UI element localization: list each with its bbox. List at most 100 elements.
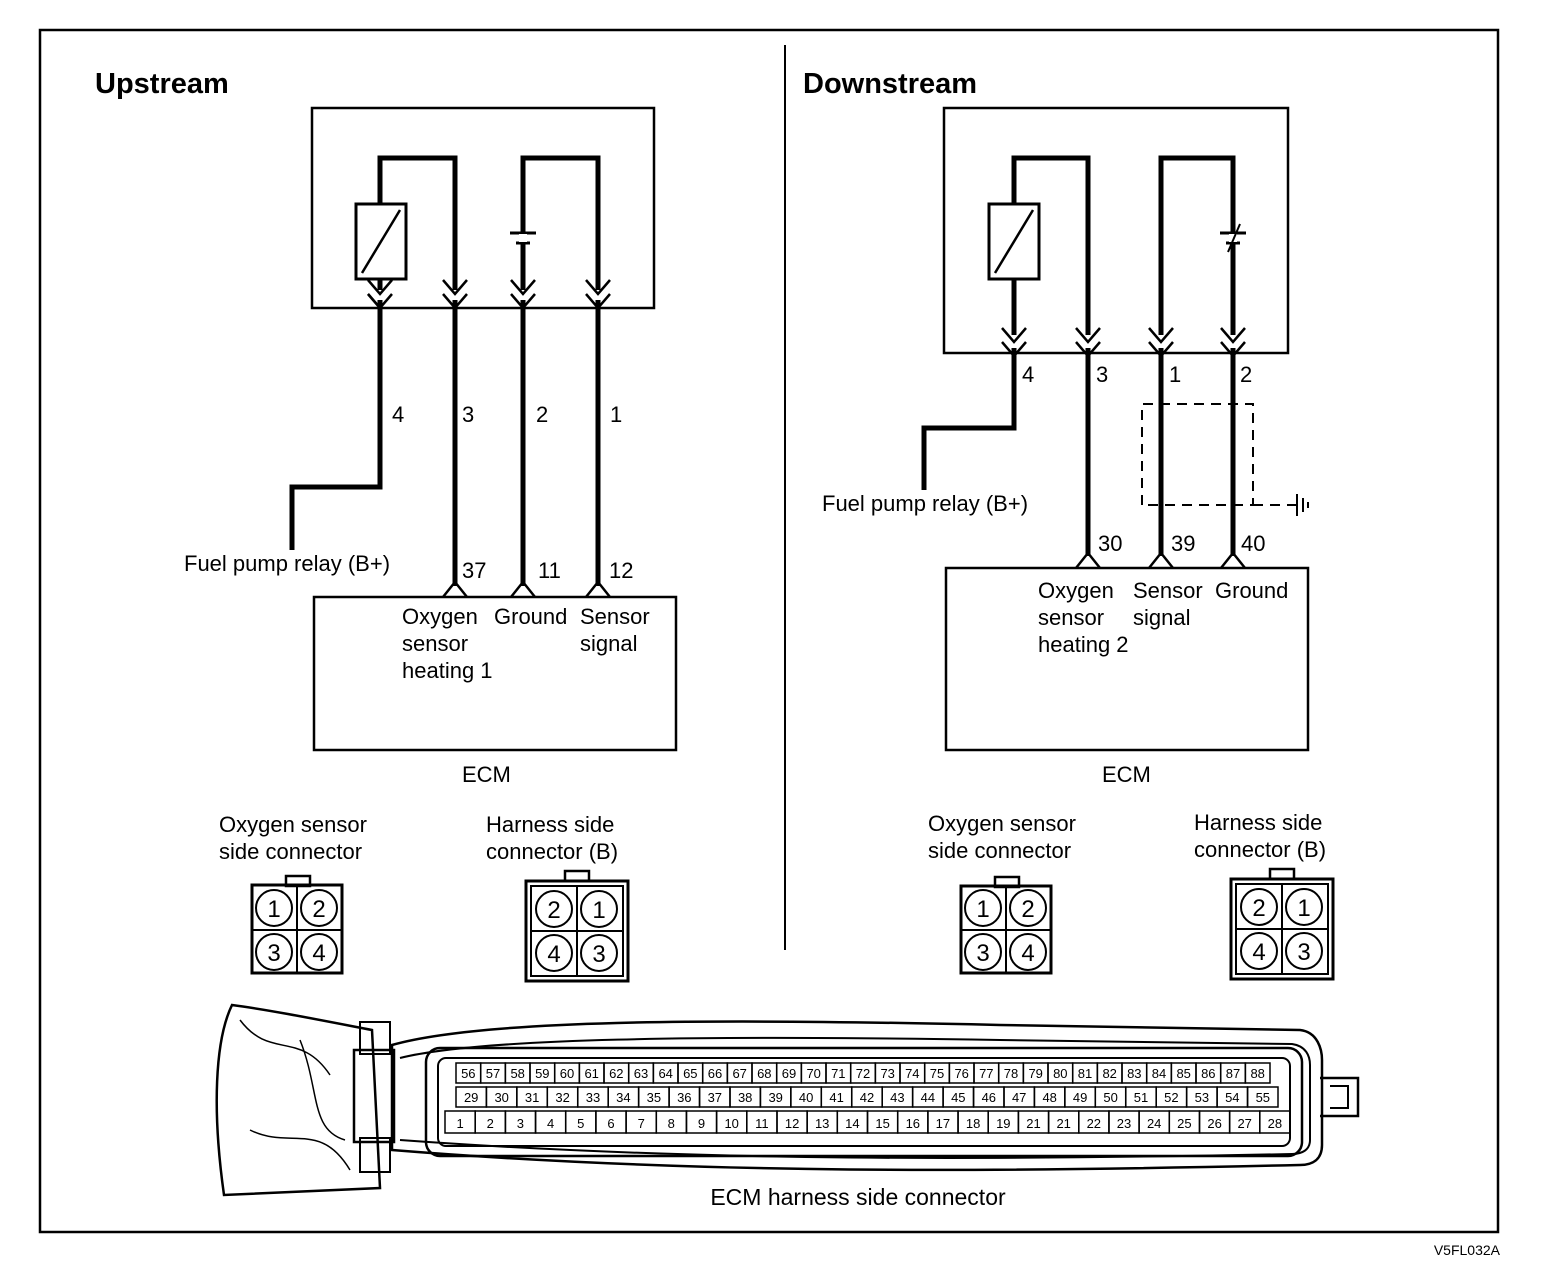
ecm-pin-number: 70	[806, 1066, 820, 1081]
ecm-pin-number: 28	[1268, 1116, 1282, 1131]
ecm-pin-number: 25	[1177, 1116, 1191, 1131]
ecm-pin-number: 60	[560, 1066, 574, 1081]
ecm-pin-number: 19	[996, 1116, 1010, 1131]
upstream-relay-label: Fuel pump relay (B+)	[184, 551, 390, 576]
downstream-heading: Downstream	[803, 68, 977, 100]
ecm-pin-number: 57	[486, 1066, 500, 1081]
svg-text:2: 2	[1252, 895, 1265, 922]
upstream-sensor-pin-2: 2	[536, 402, 548, 427]
connector-face	[424, 1046, 1304, 1158]
downstream-ecm-pin-40: 40	[1241, 531, 1265, 556]
ecm-pin-number: 62	[609, 1066, 623, 1081]
upstream-ecm-pin-12: 12	[609, 558, 633, 583]
downstream-heating-label: Oxygen sensor heating 2	[1038, 578, 1129, 657]
ecm-pin-number: 82	[1102, 1066, 1116, 1081]
upstream-heading: Upstream	[95, 68, 229, 100]
upstream-ground-label: Ground	[494, 604, 567, 629]
ecm-pin-number: 15	[875, 1116, 889, 1131]
ecm-pin-number: 67	[732, 1066, 746, 1081]
ecm-pin-number: 38	[738, 1090, 752, 1105]
svg-text:3: 3	[976, 940, 989, 967]
upstream-heating-label: Oxygen sensor heating 1	[402, 604, 493, 683]
ecm-pin-cell	[1259, 1110, 1291, 1134]
downstream-ecm-terminals	[1075, 550, 1246, 569]
ecm-pin-cell	[1244, 1062, 1271, 1084]
ecm-pin-number: 85	[1176, 1066, 1190, 1081]
upstream-sensing-wire	[520, 155, 601, 290]
ecm-pin-number: 77	[979, 1066, 993, 1081]
ecm-pin-number: 1	[456, 1116, 463, 1131]
ecm-pin-number: 31	[525, 1090, 539, 1105]
connector-tab	[1320, 1076, 1360, 1118]
svg-text:4: 4	[1021, 940, 1034, 967]
downstream-ecm-box	[944, 566, 1310, 752]
ecm-pin-number: 30	[494, 1090, 508, 1105]
ecm-pin-number: 35	[647, 1090, 661, 1105]
ecm-pin-number: 47	[1012, 1090, 1026, 1105]
ecm-pin-number: 3	[517, 1116, 524, 1131]
ecm-pin-number: 55	[1256, 1090, 1270, 1105]
upstream-harness-connector: 2 1 4 3	[524, 869, 630, 983]
ecm-pin-number: 68	[757, 1066, 771, 1081]
ecm-pin-number: 34	[616, 1090, 630, 1105]
ecm-pin-number: 41	[829, 1090, 843, 1105]
ecm-pin-number: 48	[1042, 1090, 1056, 1105]
upstream-harness-connector-title: Harness side connector (B)	[486, 812, 621, 864]
ecm-pin-number: 61	[584, 1066, 598, 1081]
svg-text:1: 1	[592, 897, 605, 924]
downstream-sensor-connector-title: Oxygen sensor side connector	[928, 811, 1082, 863]
upstream-sensor-pin-1: 1	[610, 402, 622, 427]
ecm-pin-number: 21	[1026, 1116, 1040, 1131]
ecm-pin-number: 4	[547, 1116, 554, 1131]
ecm-pin-number: 71	[831, 1066, 845, 1081]
ecm-pin-number: 37	[708, 1090, 722, 1105]
ecm-pin-number: 27	[1237, 1116, 1251, 1131]
ecm-pin-number: 42	[860, 1090, 874, 1105]
svg-text:3: 3	[1297, 939, 1310, 966]
ecm-pin-number: 6	[607, 1116, 614, 1131]
ecm-pin-number: 46	[982, 1090, 996, 1105]
ecm-pin-number: 80	[1053, 1066, 1067, 1081]
ecm-pin-number: 50	[1103, 1090, 1117, 1105]
ecm-pin-number: 84	[1152, 1066, 1166, 1081]
svg-text:4: 4	[312, 940, 325, 967]
upstream-ecm-terminals	[442, 579, 611, 598]
svg-text:4: 4	[1252, 939, 1265, 966]
ecm-pin-number: 75	[930, 1066, 944, 1081]
ecm-pin-number: 65	[683, 1066, 697, 1081]
ecm-pin-number: 17	[936, 1116, 950, 1131]
ecm-pin-number: 69	[782, 1066, 796, 1081]
ecm-pin-number: 44	[921, 1090, 935, 1105]
ecm-pin-number: 87	[1226, 1066, 1240, 1081]
ecm-pin-number: 29	[464, 1090, 478, 1105]
ecm-pin-number: 40	[799, 1090, 813, 1105]
ecm-pin-number: 64	[658, 1066, 672, 1081]
ecm-pin-number: 9	[698, 1116, 705, 1131]
shield-ground-icon	[1296, 494, 1309, 516]
downstream-ground-label: Ground	[1215, 578, 1288, 603]
downstream-sensing-wire	[1158, 155, 1236, 335]
ecm-pin-number: 58	[510, 1066, 524, 1081]
ecm-pin-number: 53	[1195, 1090, 1209, 1105]
ecm-pin-number: 13	[815, 1116, 829, 1131]
upstream-sensor-pin-3: 3	[462, 402, 474, 427]
ecm-pin-number: 32	[555, 1090, 569, 1105]
upstream-ecm-pin-11: 11	[538, 558, 561, 583]
ecm-pin-number: 73	[880, 1066, 894, 1081]
upstream-sensor-pin-4: 4	[392, 402, 404, 427]
ecm-pin-number: 22	[1087, 1116, 1101, 1131]
ecm-pin-number: 8	[668, 1116, 675, 1131]
upstream-ecm-label: ECM	[462, 762, 511, 787]
harness-cable	[215, 1003, 382, 1197]
downstream-sensor-pin-2: 2	[1240, 362, 1252, 387]
upstream-sensor-box	[310, 106, 656, 310]
upstream-sensor-terminals	[367, 279, 611, 400]
downstream-shield	[1141, 403, 1254, 506]
downstream-harness-connector-title: Harness side connector (B)	[1194, 810, 1329, 862]
connector-housing	[390, 1020, 1324, 1172]
ecm-pin-number: 72	[856, 1066, 870, 1081]
downstream-signal-label: Sensor signal	[1133, 578, 1209, 630]
svg-text:4: 4	[547, 941, 560, 968]
ecm-pin-number: 59	[535, 1066, 549, 1081]
